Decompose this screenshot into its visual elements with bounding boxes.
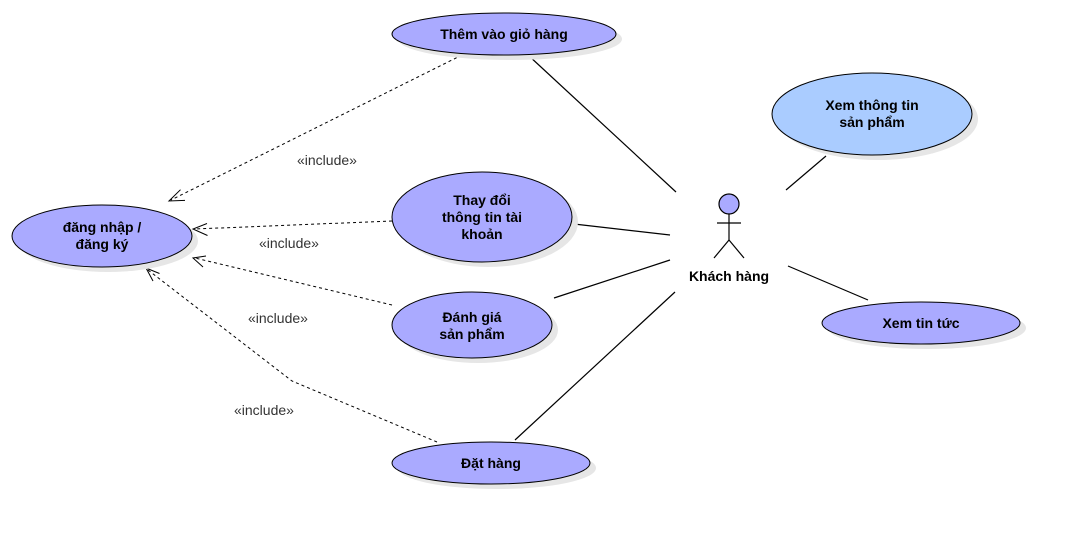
- include-label: «include»: [259, 235, 319, 251]
- usecase-view-product: Xem thông tin sản phẩm: [771, 72, 978, 160]
- assoc-view-product: [785, 155, 827, 191]
- include-from-add-cart: [170, 54, 463, 201]
- include-arrowhead: [167, 189, 186, 202]
- usecase-label: đăng nhập /: [63, 219, 142, 235]
- usecase-label: sản phẩm: [439, 326, 504, 342]
- usecase-ellipse: [771, 72, 973, 156]
- usecase-ellipse: [11, 204, 193, 268]
- include-arrowhead: [144, 267, 160, 282]
- include-label: «include»: [234, 402, 294, 418]
- usecase-login: đăng nhập / đăng ký: [11, 204, 198, 272]
- include-label: «include»: [297, 152, 357, 168]
- usecase-label: đăng ký: [76, 236, 129, 252]
- actor-leg-right: [728, 239, 745, 259]
- include-arrowhead: [191, 223, 208, 236]
- usecase-label: Đặt hàng: [461, 455, 521, 471]
- assoc-update-account: [573, 223, 671, 236]
- usecase-ellipse: [391, 171, 573, 263]
- include-from-update-account: [194, 220, 393, 230]
- actor-label: Khách hàng: [689, 268, 769, 284]
- usecase-ellipse: [391, 291, 553, 359]
- assoc-view-news: [787, 265, 869, 301]
- actor-leg-left: [713, 239, 730, 259]
- include-arrowhead: [191, 255, 207, 268]
- assoc-order: [514, 291, 676, 441]
- actor-head: [718, 193, 740, 215]
- usecase-label: sản phẩm: [839, 114, 904, 130]
- usecase-label: Thêm vào giỏ hàng: [440, 26, 568, 42]
- actor-customer: Khách hàng: [689, 193, 769, 284]
- usecase-label: khoản: [461, 226, 502, 242]
- usecase-ellipse: [821, 301, 1021, 345]
- usecase-label: thông tin tài: [442, 209, 522, 225]
- include-from-review: [194, 257, 393, 306]
- usecase-review: Đánh giá sản phẩm: [391, 291, 558, 363]
- usecase-ellipse: [391, 441, 591, 485]
- usecase-label: Thay đổi: [453, 192, 511, 208]
- assoc-add-cart: [527, 54, 677, 193]
- assoc-review: [553, 259, 671, 299]
- usecase-add-cart: Thêm vào giỏ hàng: [391, 12, 622, 60]
- include-label: «include»: [248, 310, 308, 326]
- include-from-order: [147, 269, 438, 443]
- usecase-label: Đánh giá: [442, 309, 501, 325]
- usecase-label: Xem tin tức: [882, 315, 959, 331]
- usecase-view-news: Xem tin tức: [821, 301, 1026, 349]
- usecase-ellipse: [391, 12, 617, 56]
- usecase-update-account: Thay đổi thông tin tài khoản: [391, 171, 578, 267]
- usecase-order: Đặt hàng: [391, 441, 596, 489]
- usecase-label: Xem thông tin: [825, 97, 918, 113]
